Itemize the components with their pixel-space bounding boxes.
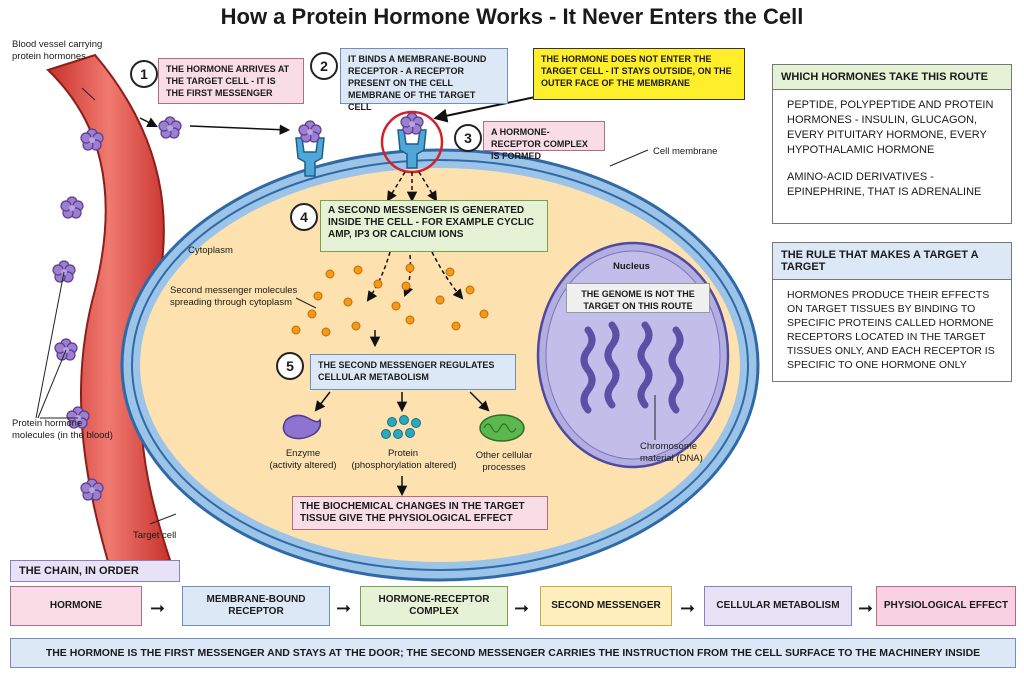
chain-item-receptor: Membrane-bound receptor — [182, 586, 330, 626]
step-1-number: 1 — [130, 60, 158, 88]
target-cell-label: Target cell — [133, 530, 177, 541]
hormone-bound-step3 — [400, 112, 424, 135]
second-messenger-spread-label: Second messenger molecules spreading thr… — [170, 285, 298, 308]
protein-sub-label: (phosphorylation altered) — [351, 460, 457, 471]
other-processes-label: Other cellular processes — [475, 450, 533, 473]
rule-heading: The rule that makes a target a target — [773, 243, 1011, 280]
cytoplasm-label: Cytoplasm — [188, 245, 233, 256]
second-messenger-dots — [291, 263, 489, 337]
blood-hormone-4 — [54, 338, 78, 361]
rule-body: Hormones produce their effects on target… — [787, 289, 995, 371]
blood-vessel-label: Blood vessel carrying protein hormones — [12, 39, 103, 62]
chain-arrow-2: ➞ — [336, 598, 352, 618]
enzyme-sub-label: (activity altered) — [269, 460, 337, 471]
chain-arrow-1: ➞ — [150, 598, 166, 618]
chain-arrow-5: ➞ — [858, 598, 874, 618]
outside-callout: The hormone does not enter the target ce… — [533, 48, 745, 100]
nucleus-label: Nucleus — [613, 261, 650, 272]
step-3-box: A hormone-receptor complex is formed — [483, 121, 605, 161]
which-hormones-group-2: Amino-acid derivatives - epinephrine, th… — [787, 171, 982, 198]
enzyme-label: Enzyme — [285, 448, 321, 459]
which-hormones-panel: Which hormones take this route Peptide, … — [772, 64, 1012, 224]
arriving-hormone — [158, 116, 182, 139]
chain-item-hormone: Hormone — [10, 586, 142, 626]
chromosome-label: Chromosome material (DNA) — [640, 441, 703, 464]
step-1-box: The hormone arrives at the target cell -… — [158, 58, 304, 104]
step-2-number: 2 — [310, 52, 338, 80]
step-3-number: 3 — [454, 124, 482, 152]
chain-item-metabolism: Cellular metabolism — [704, 586, 852, 626]
chain-item-complex: Hormone-receptor complex — [360, 586, 508, 626]
chain-arrow-3: ➞ — [514, 598, 530, 618]
step-4-box: A second messenger is generated inside t… — [320, 200, 548, 252]
page-title: How a Protein Hormone Works - It Never E… — [220, 4, 804, 29]
genome-note: The genome is not the target on this rou… — [566, 283, 710, 313]
biochem-note: The biochemical changes in the target ti… — [292, 496, 548, 530]
protein-shape — [381, 415, 421, 439]
step-5-number: 5 — [276, 352, 304, 380]
footer-note: The hormone is the first messenger and s… — [10, 638, 1016, 668]
step-5-box: The second messenger regulates cellular … — [310, 354, 516, 390]
step-2-box: It binds a membrane-bound receptor - a r… — [340, 48, 508, 112]
blood-hormone-2 — [60, 196, 84, 219]
chain-arrow-4: ➞ — [680, 598, 696, 618]
rule-panel: The rule that makes a target a target Ho… — [772, 242, 1012, 382]
protein-label: Protein — [387, 448, 419, 459]
chromosome — [580, 326, 596, 414]
chain-heading: The chain, in order — [10, 560, 180, 582]
blood-hormone-3 — [52, 260, 76, 283]
which-hormones-group-1: Peptide, polypeptide and protein hormone… — [787, 99, 994, 156]
mitochondrion-shape — [479, 414, 525, 442]
which-hormones-heading: Which hormones take this route — [773, 65, 1011, 90]
cell-membrane-label: Cell membrane — [653, 146, 718, 157]
hormone-bound-step2 — [298, 120, 322, 143]
protein-molecules-label: Protein hormone molecules (in the blood) — [12, 418, 113, 441]
chain-item-effect: Physiological effect — [876, 586, 1016, 626]
enzyme-shape — [282, 414, 322, 440]
step-4-number: 4 — [290, 203, 318, 231]
chain-item-second-messenger: Second messenger — [540, 586, 672, 626]
